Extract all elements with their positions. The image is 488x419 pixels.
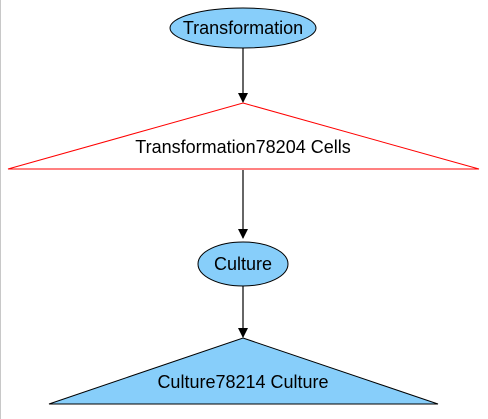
left-border bbox=[0, 0, 1, 419]
node-transformation-shape bbox=[169, 7, 317, 49]
node-culture-shape bbox=[197, 241, 289, 287]
node-culture-culture-label: Culture78214 Culture bbox=[157, 372, 328, 392]
node-transformation-cells-label: Transformation78204 Cells bbox=[135, 137, 350, 157]
node-culture-label: Culture bbox=[214, 254, 272, 274]
node-transformation-label: Transformation bbox=[183, 18, 303, 38]
node-culture-culture-shape bbox=[48, 337, 439, 405]
node-transformation-cells-shape bbox=[7, 102, 480, 170]
node-culture-culture[interactable]: Culture78214 Culture bbox=[48, 337, 439, 405]
node-transformation[interactable]: Transformation bbox=[169, 7, 317, 49]
node-culture[interactable]: Culture bbox=[197, 241, 289, 287]
node-transformation-cells[interactable]: Transformation78204 Cells bbox=[7, 102, 480, 170]
